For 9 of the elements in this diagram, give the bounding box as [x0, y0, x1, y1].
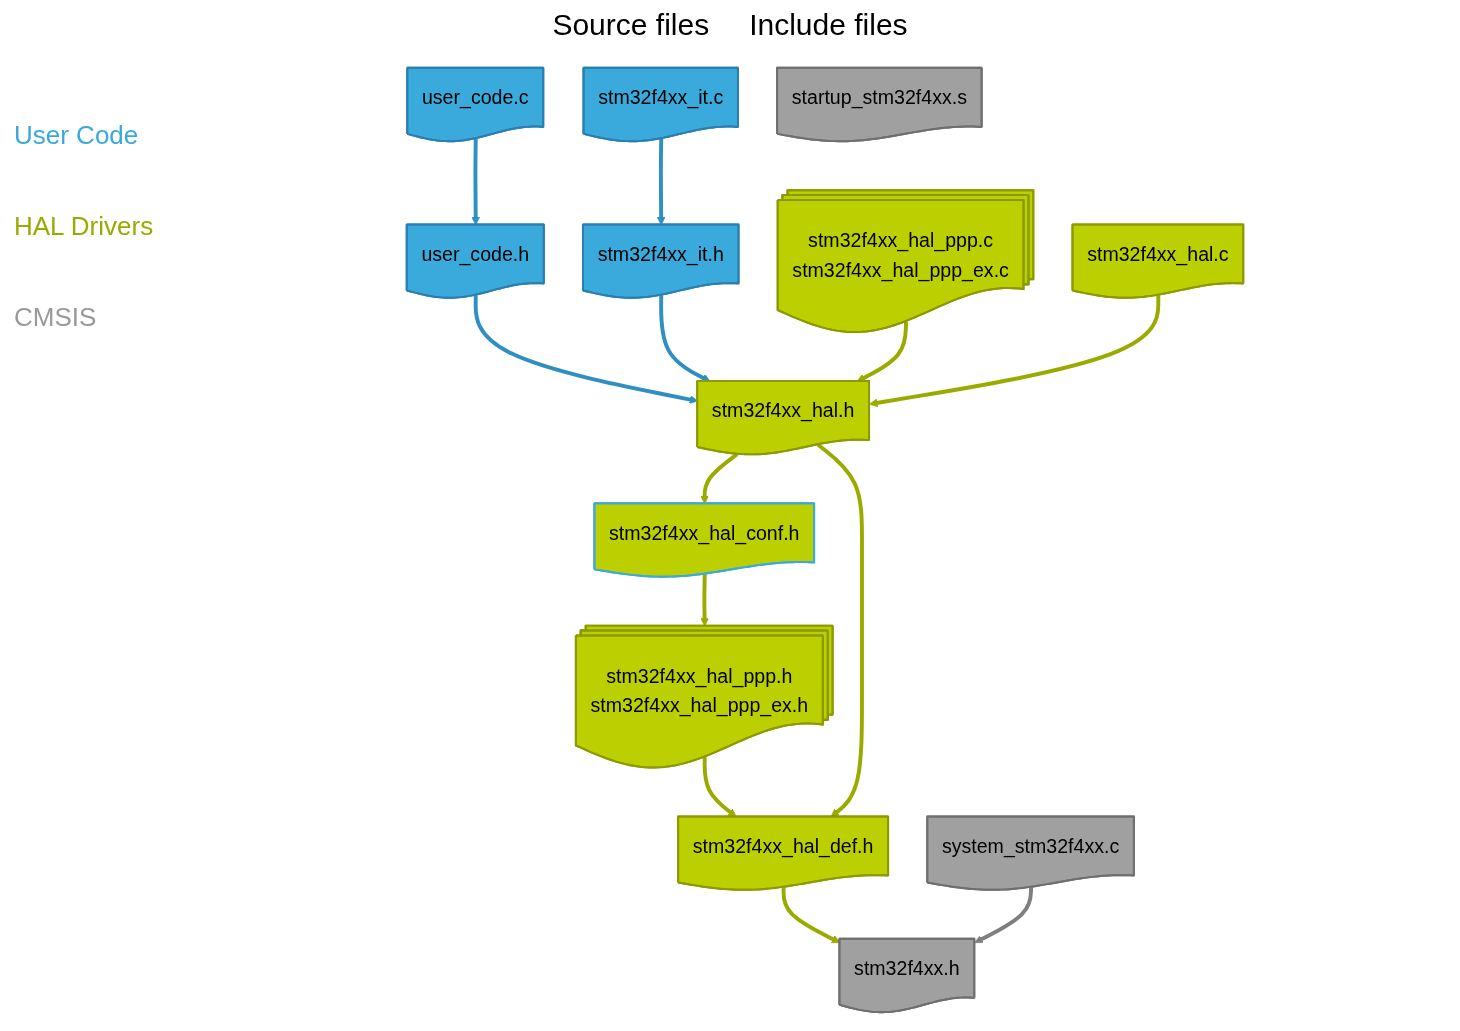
- arrow: [473, 295, 699, 404]
- group-label: CMSIS: [14, 302, 98, 333]
- arrow: [869, 295, 1161, 408]
- arrow: [974, 887, 1034, 943]
- column-heading: Include files: [749, 8, 908, 42]
- group-label: User Code: [14, 120, 140, 151]
- arrow: [781, 887, 841, 944]
- column-heading: Source files: [552, 8, 710, 42]
- group-label: HAL Drivers: [14, 211, 154, 242]
